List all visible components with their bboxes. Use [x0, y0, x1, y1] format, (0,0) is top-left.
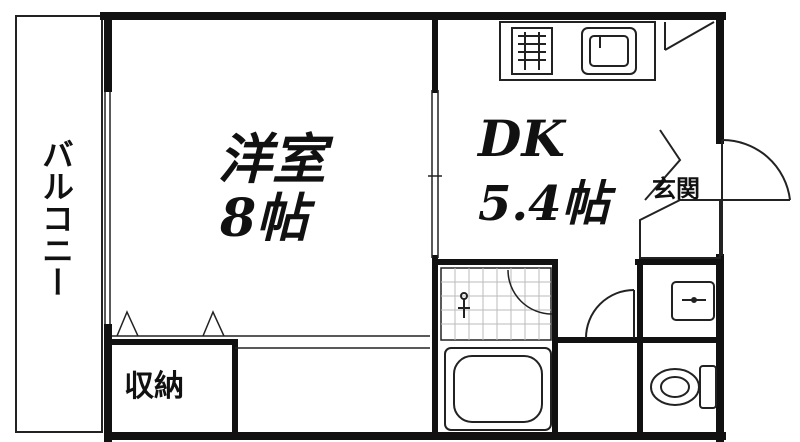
bath-door-swing: [507, 269, 553, 315]
interior-sash: [428, 90, 442, 258]
shower-floor: [440, 267, 552, 341]
shower-icon: [458, 292, 470, 318]
washbasin-icon: [671, 281, 715, 321]
toilet-icon: [650, 365, 717, 409]
interior-walls: [109, 13, 723, 439]
entrance-label: 玄関: [652, 174, 700, 203]
sink-icon: [581, 27, 637, 75]
closet-front: [112, 310, 430, 349]
bathtub-icon: [444, 347, 552, 431]
balcony: バルコニー: [15, 15, 111, 433]
storage-label: 収納: [124, 369, 184, 404]
washroom-door: [585, 289, 635, 339]
bathroom: [440, 267, 553, 431]
dk-size: 5.4帖: [478, 176, 617, 232]
balcony-label: バルコニー: [37, 138, 75, 298]
dk-name: DK: [476, 109, 567, 168]
balcony-outline: [15, 15, 103, 433]
stove-icon: [511, 27, 553, 75]
outer-walls: [100, 12, 726, 442]
western-room-name: 洋室: [218, 127, 334, 191]
kitchen-counter: [499, 21, 715, 81]
entrance-door: [639, 129, 791, 259]
western-room-size: 8帖: [219, 188, 316, 249]
